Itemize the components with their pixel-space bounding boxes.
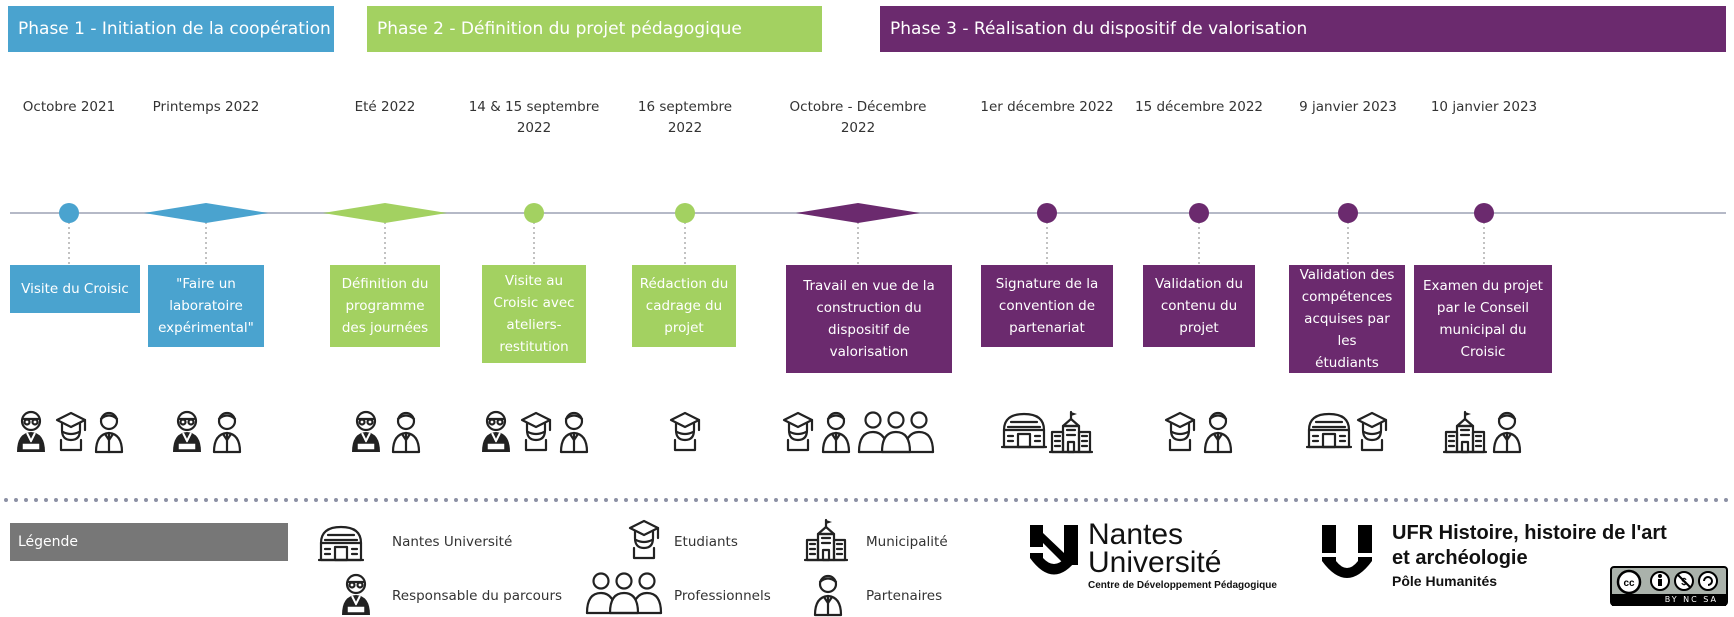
milestone-date: 16 septembre 2022 [637,99,733,136]
legend-professionnels-label: Professionnels [674,588,771,604]
milestone-marker-circle [524,203,544,223]
etudiants-icon [1162,410,1198,454]
milestone-event-card: Rédaction du cadrage du projet [632,265,736,347]
partenaires-icon [388,410,424,454]
etudiants-icon [53,410,89,454]
nantes-universite-subtitle: Centre de Développement Pédagogique [1088,580,1277,591]
nantes-universite-name-1: Nantes [1088,518,1184,551]
phase-2-header: Phase 2 - Définition du projet pédagogiq… [367,6,822,52]
responsable-icon [11,410,51,454]
cc-license-text: BY NC SA [1612,594,1726,606]
milestone-date: 1er décembre 2022 [980,99,1114,115]
milestone-marker-diamond [144,203,268,223]
legend-nantes-label: Nantes Université [392,534,513,550]
phase-1-header: Phase 1 - Initiation de la coopération [8,6,334,52]
milestone-marker-circle [1474,203,1494,223]
ufr-logo-mark [1322,525,1372,578]
milestone-event-card: Travail en vue de la construction du dis… [786,265,952,373]
milestone-date: 14 & 15 septembre 2022 [468,99,600,136]
milestone-date: 9 janvier 2023 [1299,99,1397,115]
milestone-marker-circle [1338,203,1358,223]
partenaires-icon [1200,410,1236,454]
milestone-date: Octobre - Décembre 2022 [789,99,927,136]
milestone-date: 15 décembre 2022 [1135,99,1263,115]
legend-nantes-icon [318,523,364,563]
legend-municipalite-icon [804,518,848,562]
partenaires-icon [91,410,127,454]
phase-3-header: Phase 3 - Réalisation du dispositif de v… [880,6,1726,52]
partenaires-icon [818,410,854,454]
legend-partenaires-label: Partenaires [866,588,943,604]
etudiants-icon [1354,410,1390,454]
legend-etudiants-label: Etudiants [674,534,738,550]
milestone-event-card: "Faire un laboratoire expérimental" [148,265,264,347]
milestone-event-card: Signature de la convention de partenaria… [981,265,1113,347]
milestone-date: Octobre 2021 [22,99,116,115]
legend-partenaires-icon [810,573,846,617]
responsable-icon [346,410,386,454]
milestone-event-card: Validation des compétences acquises par … [1289,265,1405,373]
partenaires-icon [1489,410,1525,454]
milestone-date: Printemps 2022 [152,99,260,115]
legend-professionnels-icon [584,571,664,615]
nantes-icon [1306,410,1352,450]
responsable-icon [167,410,207,454]
cc-license-badge: cc $ BY NC SA [1610,566,1728,606]
milestone-event-card: Validation du contenu du projet [1143,265,1255,347]
milestone-date: 10 janvier 2023 [1430,99,1538,115]
etudiants-icon [780,410,816,454]
milestone-marker-circle [59,203,79,223]
responsable-icon [476,410,516,454]
municipalite-icon [1443,410,1487,454]
milestone-marker-diamond [323,203,447,223]
milestone-event-card: Définition du programme des journées [330,265,440,347]
ufr-name-1: UFR Histoire, histoire de l'art [1392,522,1667,544]
etudiants-icon [667,410,703,454]
milestone-marker-circle [1189,203,1209,223]
milestone-marker-circle [1037,203,1057,223]
milestone-marker-diamond [796,203,920,223]
dotted-separator [4,498,1730,502]
ufr-subtitle: Pôle Humanités [1392,573,1498,589]
professionnels-icon [856,410,936,454]
nantes-universite-name-2: Université [1088,546,1222,579]
milestone-event-card: Examen du projet par le Conseil municipa… [1414,265,1552,373]
municipalite-icon [1049,410,1093,454]
partenaires-icon [556,410,592,454]
legend-etudiants-icon [626,518,662,562]
legend-municipalite-label: Municipalité [866,534,948,550]
legend-responsable-label: Responsable du parcours [392,588,563,604]
milestone-event-card: Visite du Croisic [10,265,140,313]
legend-responsable-icon [336,573,376,617]
nantes-universite-logo-mark [1030,525,1078,575]
milestone-date: Eté 2022 [354,99,416,115]
legend-title-box: Légende [10,523,288,561]
etudiants-icon [518,410,554,454]
milestone-marker-circle [675,203,695,223]
partenaires-icon [209,410,245,454]
timeline-axis [10,203,1726,265]
nantes-icon [1001,410,1047,450]
milestone-event-card: Visite au Croisic avec ateliers- restitu… [482,265,586,363]
ufr-name-2: et archéologie [1392,547,1528,569]
svg-text:cc: cc [1623,578,1635,589]
